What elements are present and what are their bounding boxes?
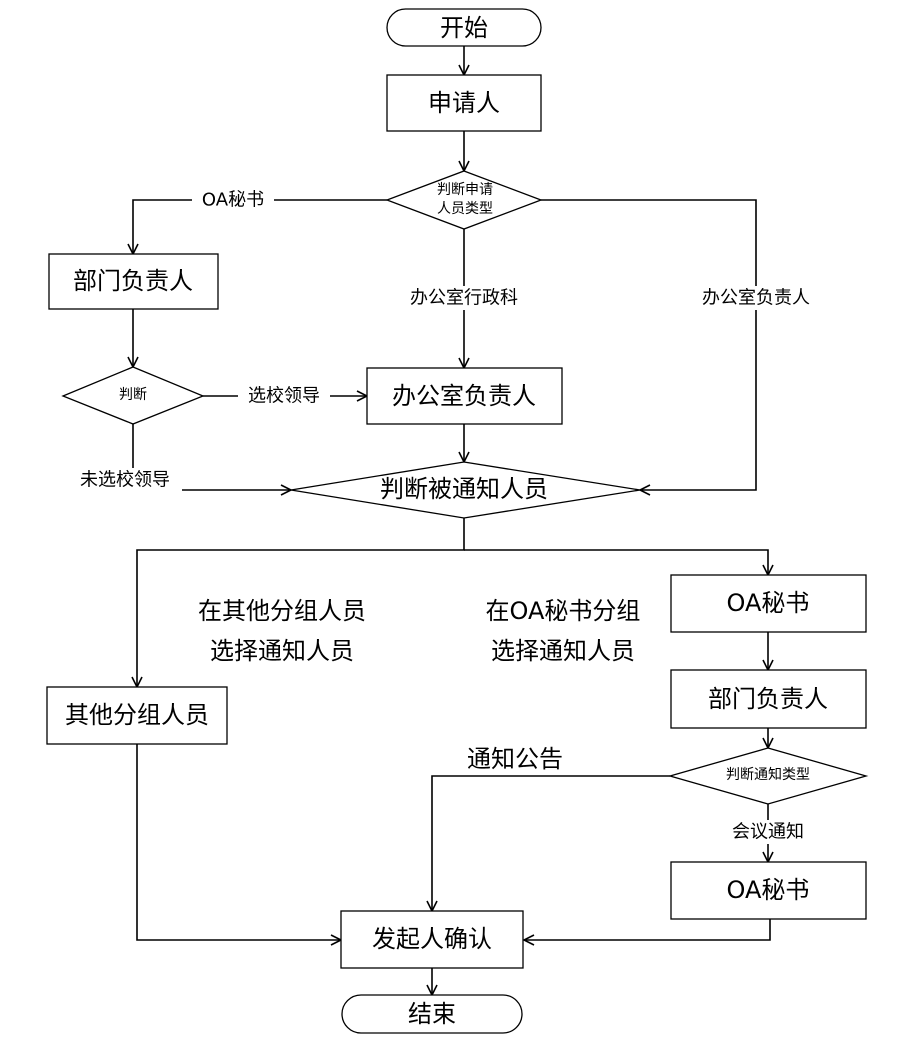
node-judge-type-line1: 判断申请	[437, 182, 493, 198]
node-oa-secretary-bottom: OA秘书	[670, 861, 867, 920]
node-initiator-confirm: 发起人确认	[340, 910, 524, 969]
edge-label-meeting-notice: 会议通知	[732, 822, 804, 843]
node-applicant-label: 申请人	[428, 89, 500, 117]
note-oa-group-line2: 选择通知人员	[491, 637, 635, 665]
connectors	[133, 46, 770, 995]
node-judge-small: 判断	[61, 366, 205, 425]
connector-other-group-confirm	[136, 744, 341, 940]
node-dept-head-left: 部门负责人	[48, 253, 219, 310]
node-judge-notified-label: 判断被通知人员	[380, 475, 548, 503]
edge-label-office-head: 办公室负责人	[702, 288, 810, 309]
node-judge-notice-type: 判断通知类型	[667, 747, 869, 805]
connector-judge-notice-confirm	[432, 775, 670, 911]
node-judge-small-label: 判断	[119, 387, 147, 403]
node-judge-type-line2: 人员类型	[437, 201, 493, 217]
node-oa-secretary-top: OA秘书	[670, 574, 867, 633]
node-dept-head-left-label: 部门负责人	[73, 267, 193, 295]
node-start: 开始	[386, 8, 542, 47]
node-start-label: 开始	[440, 14, 488, 42]
node-oa-secretary-top-label: OA秘书	[727, 589, 810, 617]
node-other-group: 其他分组人员	[46, 686, 228, 745]
node-dept-head-right: 部门负责人	[670, 669, 867, 729]
edge-label-notice-announcement: 通知公告	[467, 745, 563, 773]
node-judge-type: 判断申请 人员类型	[385, 170, 543, 230]
connector-notified-oa-top	[464, 549, 768, 575]
node-judge-notice-type-label: 判断通知类型	[726, 766, 810, 783]
node-oa-secretary-bottom-label: OA秘书	[727, 876, 810, 904]
edge-labels: OA秘书 办公室行政科 办公室负责人 选校领导 未选校领导 在其他分组人员 选择…	[68, 189, 824, 844]
edge-label-select-leader: 选校领导	[248, 386, 320, 407]
edge-label-oa-secretary: OA秘书	[202, 190, 264, 211]
note-other-group-line2: 选择通知人员	[210, 637, 354, 665]
note-oa-group-line1: 在OA秘书分组	[486, 597, 641, 625]
edge-label-office-admin: 办公室行政科	[410, 288, 518, 309]
connector-notified-split	[137, 518, 465, 687]
node-end-label: 结束	[408, 1000, 456, 1028]
node-office-head-label: 办公室负责人	[392, 382, 536, 410]
note-other-group-line1: 在其他分组人员	[198, 597, 366, 625]
node-applicant: 申请人	[386, 74, 542, 132]
node-other-group-label: 其他分组人员	[65, 701, 209, 729]
connector-judge-right-branch	[541, 199, 757, 490]
edge-label-not-select-leader: 未选校领导	[80, 470, 170, 491]
node-dept-head-right-label: 部门负责人	[708, 685, 828, 713]
node-initiator-confirm-label: 发起人确认	[372, 925, 492, 953]
connector-oa-bottom-confirm	[524, 919, 771, 940]
node-end: 结束	[341, 994, 523, 1034]
node-judge-notified: 判断被通知人员	[290, 461, 641, 519]
node-office-head: 办公室负责人	[366, 367, 563, 425]
connector-judge-dept-left	[133, 199, 387, 254]
